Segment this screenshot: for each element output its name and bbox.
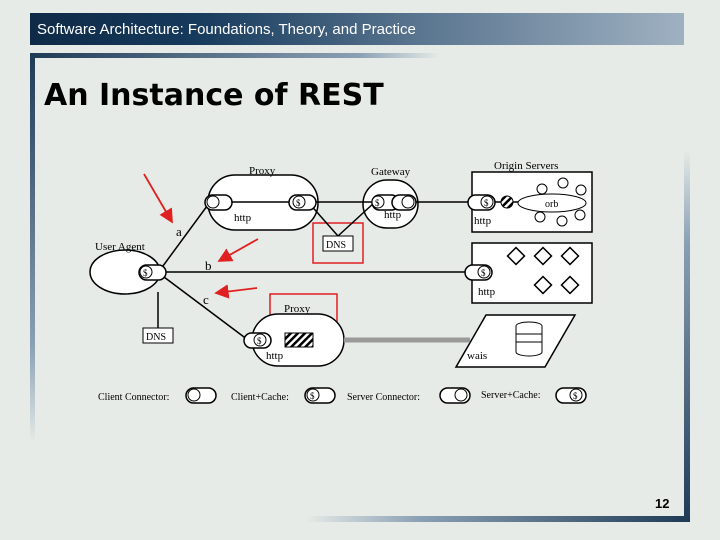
svg-text:$: $ [257,336,262,346]
dns-mid-label: DNS [326,240,346,251]
page-number: 12 [655,496,670,511]
origin-servers-label: Origin Servers [494,160,558,172]
arrow-a [143,173,173,224]
proxy-bottom-label: Proxy [284,303,311,315]
frame-left-bar [30,53,35,443]
wais-server: wais [454,314,577,368]
gateway-connector-right [391,194,417,211]
legend-server-cache: Server+Cache: [481,390,541,401]
user-agent-label: User Agent [95,241,145,253]
path-c-label: c [203,292,209,307]
svg-text:$: $ [484,198,489,208]
legend-server-connector-glyph [439,387,471,404]
origin-connector-1: $ [467,194,496,211]
svg-text:$: $ [481,268,486,278]
highlight-arrows [143,173,259,299]
http-gateway-label: http [384,209,402,221]
header-bar: Software Architecture: Foundations, Theo… [30,13,684,45]
svg-text:$: $ [143,268,148,278]
path-a-label: a [176,224,182,239]
client-connector-top [204,194,233,211]
svg-text:$: $ [375,198,380,208]
http-bottom-label: http [266,350,284,362]
legend-client-connector: Client Connector: [98,392,169,403]
proxy-bottom-connector: $ [243,332,272,349]
legend-server-connector: Server Connector: [347,392,420,403]
dns-left-component: DNS [142,327,174,344]
arrow-b [217,238,259,262]
http-proxy-label: http [234,212,252,224]
frame-right-bar [684,150,690,522]
connection-lines [153,201,474,343]
legend-client-connector-glyph [185,387,217,404]
http-origin2-label: http [478,286,496,298]
legend-server-cache-glyph: $ [555,387,587,404]
path-b-label: b [205,258,212,273]
course-title: Software Architecture: Foundations, Theo… [37,21,416,38]
svg-text:$: $ [296,198,301,208]
legend-client-cache: Client+Cache: [231,392,289,403]
svg-text:$: $ [573,391,578,401]
frame-top-bar [30,53,440,58]
legend: Client Connector: Client+Cache: $ Server… [98,387,587,404]
orb-label: orb [545,199,558,210]
gateway-label: Gateway [371,166,411,178]
origin-server-box-1: Origin Servers http orb [471,160,593,233]
http-origin1-label: http [474,215,492,227]
dns-left-label: DNS [146,332,166,343]
proxy-top-label: Proxy [249,165,276,177]
origin-connector-2: $ [464,264,493,281]
svg-text:$: $ [310,391,315,401]
server-cache-top: $ [288,194,317,211]
legend-client-cache-glyph: $ [304,387,336,404]
slide-title: An Instance of REST [44,78,384,113]
proxy-bottom-component: Proxy http [251,293,345,367]
arrow-c [214,284,258,299]
client-cache-connector: $ [138,264,167,281]
frame-bottom-bar [305,516,690,522]
user-agent-component: User Agent [89,241,161,295]
wais-label: wais [467,350,487,362]
dns-middle-component: DNS [312,222,364,264]
connectors: $ $ $ $ $ $ [138,194,496,349]
